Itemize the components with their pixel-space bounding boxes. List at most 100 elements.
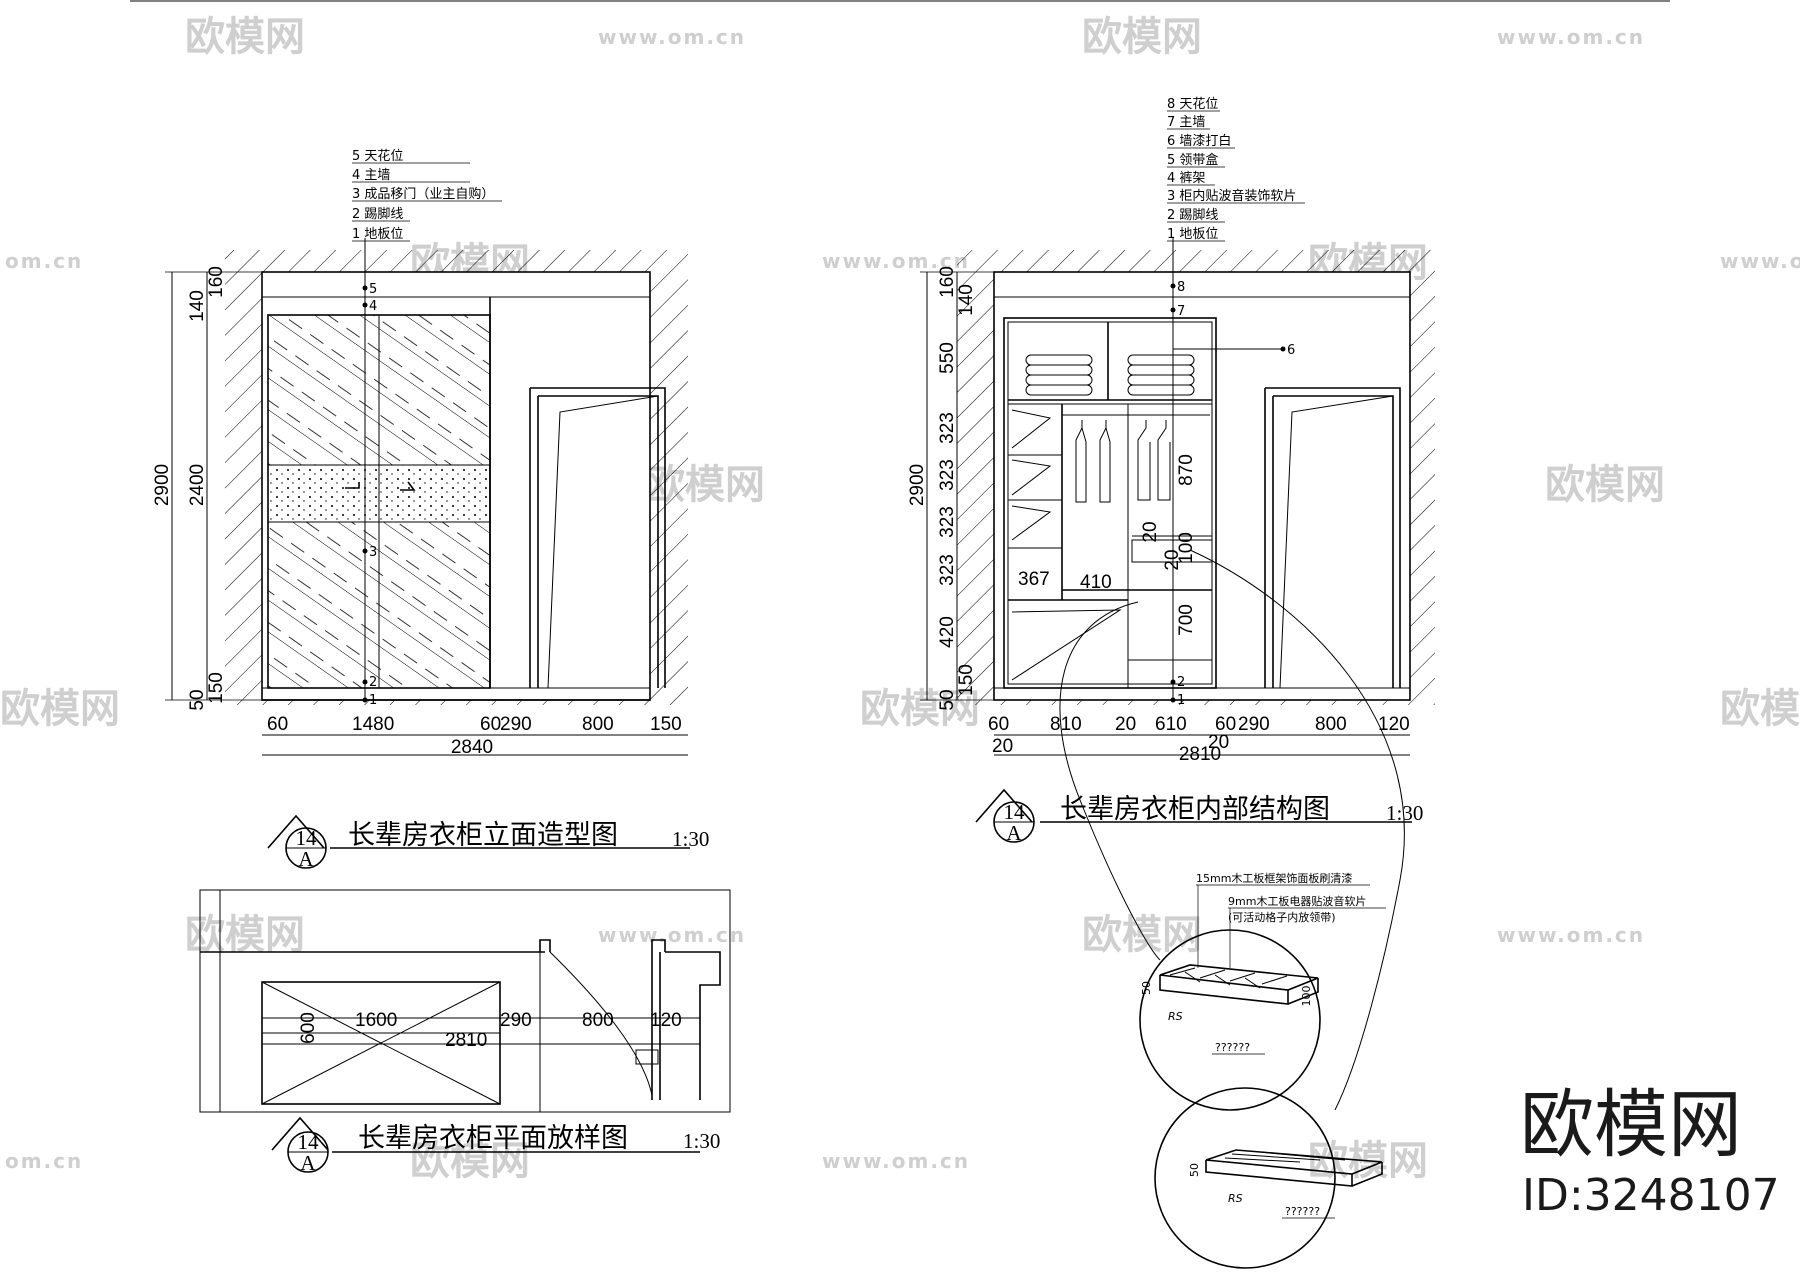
detail-note: 15mm木工板框架饰面板刷清漆	[1196, 871, 1352, 885]
plan-dim: 120	[650, 1010, 682, 1031]
label-line: 4 裤架	[1167, 171, 1205, 186]
wall-opening	[993, 271, 1411, 701]
plan-drawing: 600 1600 2810 290 800 120 14 A 长辈房衣柜平面放样…	[199, 889, 731, 1175]
marker-num: 6	[1287, 343, 1295, 358]
brand-name: 欧模网	[1520, 1082, 1742, 1168]
watermark-brand: 欧模网	[1545, 462, 1665, 508]
marker-num: 7	[1177, 304, 1185, 319]
watermark-brand: 欧模网	[410, 1138, 530, 1184]
dim-bottom: 800	[582, 714, 614, 735]
watermark-brand: 欧模网	[1082, 912, 1202, 958]
callout-leader	[1059, 601, 1161, 961]
marker-num: 8	[1177, 280, 1185, 295]
dim-left: 323	[937, 506, 958, 538]
elevation-label-stack: 5 天花位 4 主墙 3 成品移门（业主自购） 2 踢脚线 1 地板位	[352, 148, 502, 242]
detail-note: 9mm木工板电器贴波音软片	[1228, 894, 1366, 908]
watermark-brand: 欧模网	[0, 686, 120, 732]
label-line: 5 领带盒	[1167, 152, 1218, 168]
plan-dim: 2810	[445, 1030, 487, 1051]
dim-inner-20: 20	[1140, 521, 1161, 542]
dim-140: 140	[187, 290, 208, 322]
plan-title-block: 14 A 长辈房衣柜平面放样图 1:30	[271, 1116, 720, 1175]
watermark-url: www.om.cn	[598, 25, 746, 49]
dim-left: 550	[937, 342, 958, 374]
label-line: 5 天花位	[352, 148, 403, 164]
brand-id: ID:3248107	[1522, 1170, 1780, 1221]
dim-left: 140	[956, 284, 977, 316]
label-line: 1 地板位	[352, 227, 403, 242]
dim-bottom2: 20	[1208, 732, 1229, 753]
marker-num: 3	[369, 545, 377, 560]
dim-left: 160	[937, 266, 958, 298]
dim-bottom: 1480	[352, 714, 394, 735]
watermark-url: www.om.cn	[1497, 25, 1645, 49]
plan-dim: 1600	[355, 1010, 397, 1031]
drawing-scale: 1:30	[683, 1129, 720, 1153]
dim-bottom: 60	[480, 714, 501, 735]
label-line: 4 主墙	[352, 168, 390, 183]
folded-clothes-right	[1127, 354, 1195, 396]
dim-height-total: 2900	[152, 464, 173, 506]
tie-box	[1131, 539, 1213, 563]
drawing-title: 长辈房衣柜内部结构图	[1060, 794, 1330, 825]
watermark-brand: 欧模网	[185, 14, 305, 60]
detail-dim: 50	[1188, 1163, 1201, 1177]
label-line: 3 柜内贴波音装饰软片	[1167, 188, 1296, 204]
marker-num: 2	[1177, 675, 1185, 690]
plan-door-leaf	[651, 952, 661, 1100]
door-swing-arc	[549, 951, 653, 1096]
dim-inner-870: 870	[1176, 454, 1197, 486]
watermark-brand: 欧模网	[1082, 14, 1202, 60]
marker-num: 5	[369, 282, 377, 297]
dim-bottom: 150	[650, 714, 682, 735]
badge-letter: A	[1006, 821, 1022, 845]
watermark-url: www.om.cn	[822, 1149, 970, 1173]
watermark-url: www.om.cn	[1720, 249, 1800, 273]
trouser-rack-3d	[1205, 1149, 1383, 1187]
dim-height-door: 2400	[187, 464, 208, 506]
marker-num: 4	[369, 299, 377, 314]
badge-number: 14	[298, 1130, 320, 1154]
watermark-url: om.cn	[5, 1149, 83, 1173]
dim-inner-367: 367	[1018, 569, 1050, 590]
dim-inner-20b: 20	[1162, 549, 1183, 570]
marker-num: 1	[1177, 693, 1185, 708]
label-line: 1 地板位	[1167, 227, 1218, 242]
dim-bottom: 290	[500, 714, 532, 735]
elevation-drawing: 5 4 3 2 1 5 天花位 4 主墙 3 成品移门（业主自购） 2 踢脚线 …	[152, 148, 709, 871]
detail-dim: 50	[1140, 981, 1153, 995]
detail-note: (可活动格子内放领带)	[1228, 910, 1336, 924]
dim-total-width: 2810	[1179, 744, 1221, 765]
watermark-url: om.cn	[5, 249, 83, 273]
label-line: 7 主墙	[1167, 115, 1205, 130]
detail-dim: RS	[1168, 1010, 1183, 1023]
detail-callouts: 15mm木工板框架饰面板刷清漆 9mm木工板电器贴波音软片 (可活动格子内放领带…	[1059, 549, 1405, 1269]
detail-dim: ??????	[1215, 1041, 1250, 1054]
label-line: 2 踢脚线	[1167, 207, 1218, 223]
dim-bottom: 60	[988, 714, 1009, 735]
watermark-url: www.om.cn	[598, 923, 746, 947]
brand-logo: 欧模网 ID:3248107	[1520, 1082, 1780, 1221]
badge-number: 14	[296, 826, 318, 850]
dim-bottom: 800	[1315, 714, 1347, 735]
marker-num: 2	[369, 675, 377, 690]
dim-left: 323	[937, 459, 958, 491]
dim-bottom: 810	[1050, 714, 1082, 735]
plan-dim: 290	[500, 1010, 532, 1031]
detail-dim: 100	[1300, 986, 1313, 1007]
door-handle	[635, 1049, 659, 1065]
cabinet-carcass	[1003, 317, 1217, 689]
drawing-scale: 1:30	[672, 827, 709, 851]
dim-left: 323	[937, 412, 958, 444]
dim-left: 150	[956, 664, 977, 696]
watermark-brand: 欧模网	[1720, 686, 1800, 732]
plan-dim: 800	[582, 1010, 614, 1031]
label-line: 3 成品移门（业主自购）	[352, 186, 494, 202]
dim-bottom: 60	[267, 714, 288, 735]
dim-bottom: 60	[1215, 714, 1236, 735]
dim-left: 323	[937, 554, 958, 586]
dim-left: 50	[937, 689, 958, 710]
dim-left: 420	[937, 616, 958, 648]
dim-150: 150	[206, 672, 227, 704]
room-door-leaf	[1279, 395, 1394, 689]
